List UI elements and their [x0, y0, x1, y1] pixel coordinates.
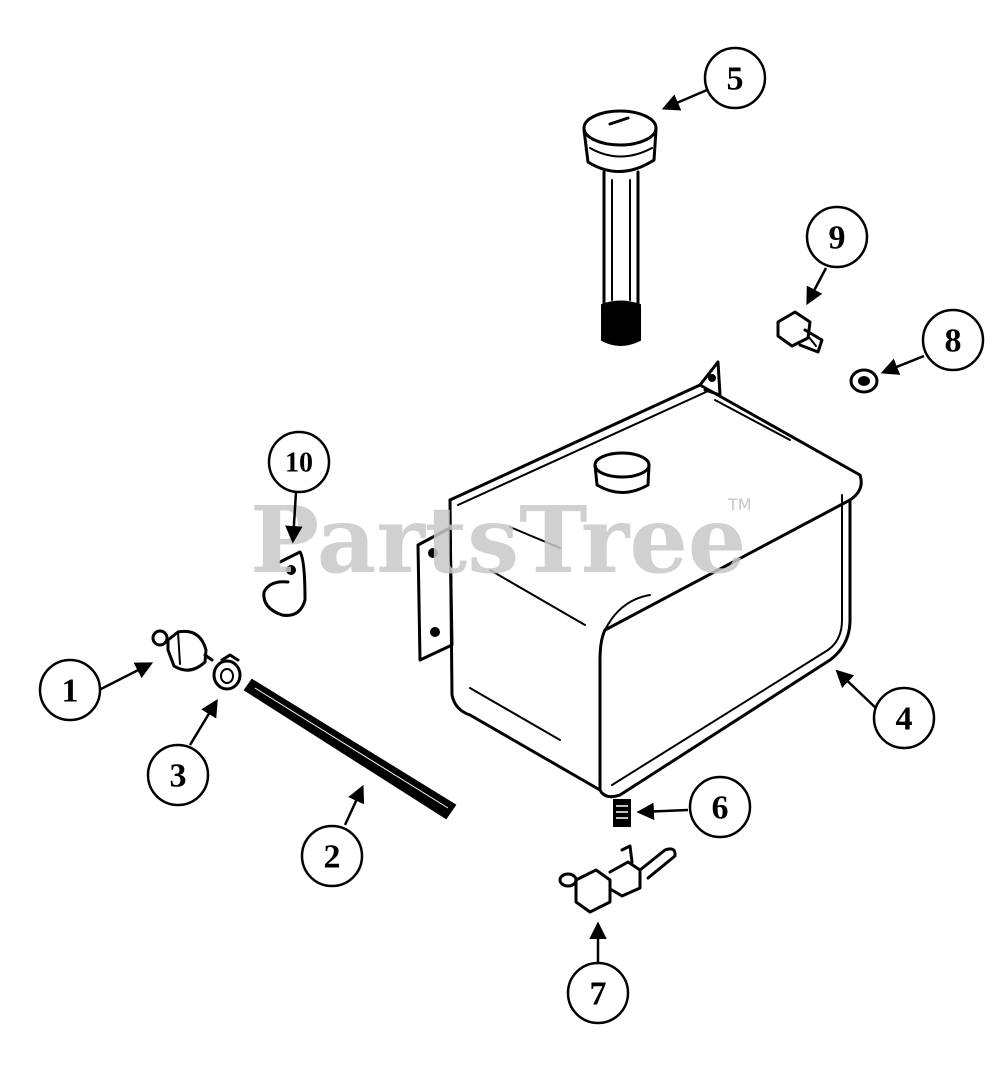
hose-clamp[interactable] [212, 653, 242, 691]
leader-10 [285, 491, 303, 544]
leader-6 [636, 802, 689, 821]
fuel-line-hose[interactable] [243, 678, 457, 820]
callout-1[interactable]: 1 [38, 658, 102, 722]
callout-2[interactable]: 2 [300, 824, 364, 888]
shutoff-valve[interactable] [558, 844, 677, 914]
callout-6[interactable]: 6 [688, 775, 752, 839]
watermark: PartsTree TM [250, 486, 752, 594]
callout-9-label: 9 [829, 220, 846, 257]
callout-6-label: 6 [712, 790, 729, 827]
callout-10[interactable]: 10 [267, 430, 331, 494]
callout-7[interactable]: 7 [566, 961, 630, 1025]
callout-5[interactable]: 5 [703, 46, 767, 110]
callout-8-label: 8 [945, 323, 962, 360]
leader-lines [98, 88, 925, 962]
watermark-trademark: TM [727, 495, 752, 514]
fuel-fitting[interactable] [613, 799, 631, 827]
callout-5-label: 5 [727, 61, 744, 98]
callout-4[interactable]: 4 [872, 686, 936, 750]
leader-5 [661, 88, 708, 111]
callout-3-label: 3 [170, 758, 187, 795]
hose-clip[interactable] [262, 550, 307, 617]
callout-1-label: 1 [62, 673, 79, 710]
fuel-cap-gauge[interactable] [582, 109, 658, 346]
callout-10-label: 10 [285, 448, 313, 479]
fuel-tank[interactable] [416, 360, 863, 799]
watermark-text: PartsTree [250, 486, 746, 594]
callout-3[interactable]: 3 [146, 743, 210, 807]
leader-4 [835, 669, 879, 711]
fuel-filter[interactable] [151, 629, 214, 672]
leader-2 [343, 784, 365, 826]
leader-8 [880, 354, 925, 375]
callout-8[interactable]: 8 [921, 308, 985, 372]
nut[interactable] [849, 368, 879, 394]
callout-9[interactable]: 9 [805, 205, 869, 269]
callout-7-label: 7 [590, 976, 607, 1013]
leader-9 [806, 267, 828, 306]
callout-2-label: 2 [324, 839, 341, 876]
leader-1 [98, 662, 154, 692]
callout-4-label: 4 [896, 701, 913, 738]
leader-3 [188, 699, 218, 746]
bolt[interactable] [776, 310, 824, 354]
